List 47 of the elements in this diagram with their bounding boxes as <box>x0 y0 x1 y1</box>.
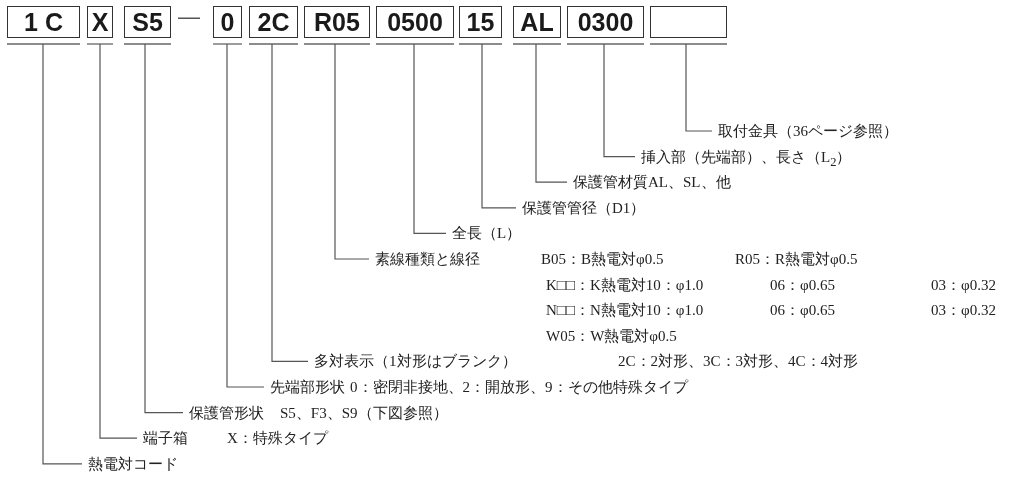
leader-line <box>535 43 568 183</box>
field-name: 多対表示（1対形はブランク） <box>314 352 517 372</box>
field-option: X：特殊タイプ <box>227 428 328 449</box>
field-name: 保護管材質AL、SL、他 <box>573 173 731 193</box>
code-box: 1 C <box>7 6 80 38</box>
leader-line <box>226 43 265 388</box>
field-name: 全長（L） <box>452 224 522 244</box>
code-box: 0500 <box>376 6 454 38</box>
code-box: 2C <box>249 6 298 38</box>
field-name: 先端部形状 <box>270 378 345 397</box>
field-option: 06：φ0.65 <box>770 300 835 321</box>
field-option: 0：密閉非接地、2：開放形、9：その他特殊タイプ <box>350 377 688 397</box>
field-option: 03：φ0.32 <box>931 300 996 321</box>
leader-line <box>144 43 184 414</box>
separator-dash: — <box>178 4 200 30</box>
field-option: R05：R熱電対φ0.5 <box>735 249 858 269</box>
leader-line <box>42 43 83 465</box>
field-name: 保護管形状 <box>189 403 264 423</box>
code-box: AL <box>513 6 561 38</box>
field-option: W05：W熱電対φ0.5 <box>546 325 677 346</box>
leader-line <box>99 43 138 439</box>
field-option: N□□：N熱電対10：φ1.0 <box>546 300 704 321</box>
code-box: S5 <box>124 6 171 38</box>
field-option: S5、F3、S9（下図参照） <box>280 402 448 423</box>
field-option: B05：B熱電対φ0.5 <box>541 249 664 269</box>
empty-code-box <box>650 6 727 38</box>
field-option: 06：φ0.65 <box>770 274 835 295</box>
field-name: 素線種類と線径 <box>375 250 480 269</box>
code-box: 0300 <box>567 6 644 38</box>
code-box: R05 <box>304 6 370 38</box>
leader-line <box>685 43 713 132</box>
leader-line <box>603 43 636 158</box>
field-name: 取付金具（36ページ参照） <box>718 122 898 141</box>
field-name: 端子箱 <box>143 429 188 449</box>
code-box: 15 <box>459 6 502 38</box>
leader-line <box>481 43 517 209</box>
field-name: 保護管管径（D1） <box>522 198 646 218</box>
code-box: 0 <box>213 6 242 38</box>
field-name: 熱電対コード <box>88 454 178 474</box>
leader-line <box>413 43 447 234</box>
leader-line <box>271 43 309 362</box>
field-option: 2C：2対形、3C：3対形、4C：4対形 <box>618 351 858 372</box>
leader-line <box>334 43 370 260</box>
field-name: 挿入部（先端部）、長さ（L$_{2}$） <box>641 147 852 171</box>
code-box: X <box>87 6 113 38</box>
field-option: K□□：K熱電対10：φ1.0 <box>546 274 704 295</box>
field-option: 03：φ0.32 <box>931 274 996 295</box>
